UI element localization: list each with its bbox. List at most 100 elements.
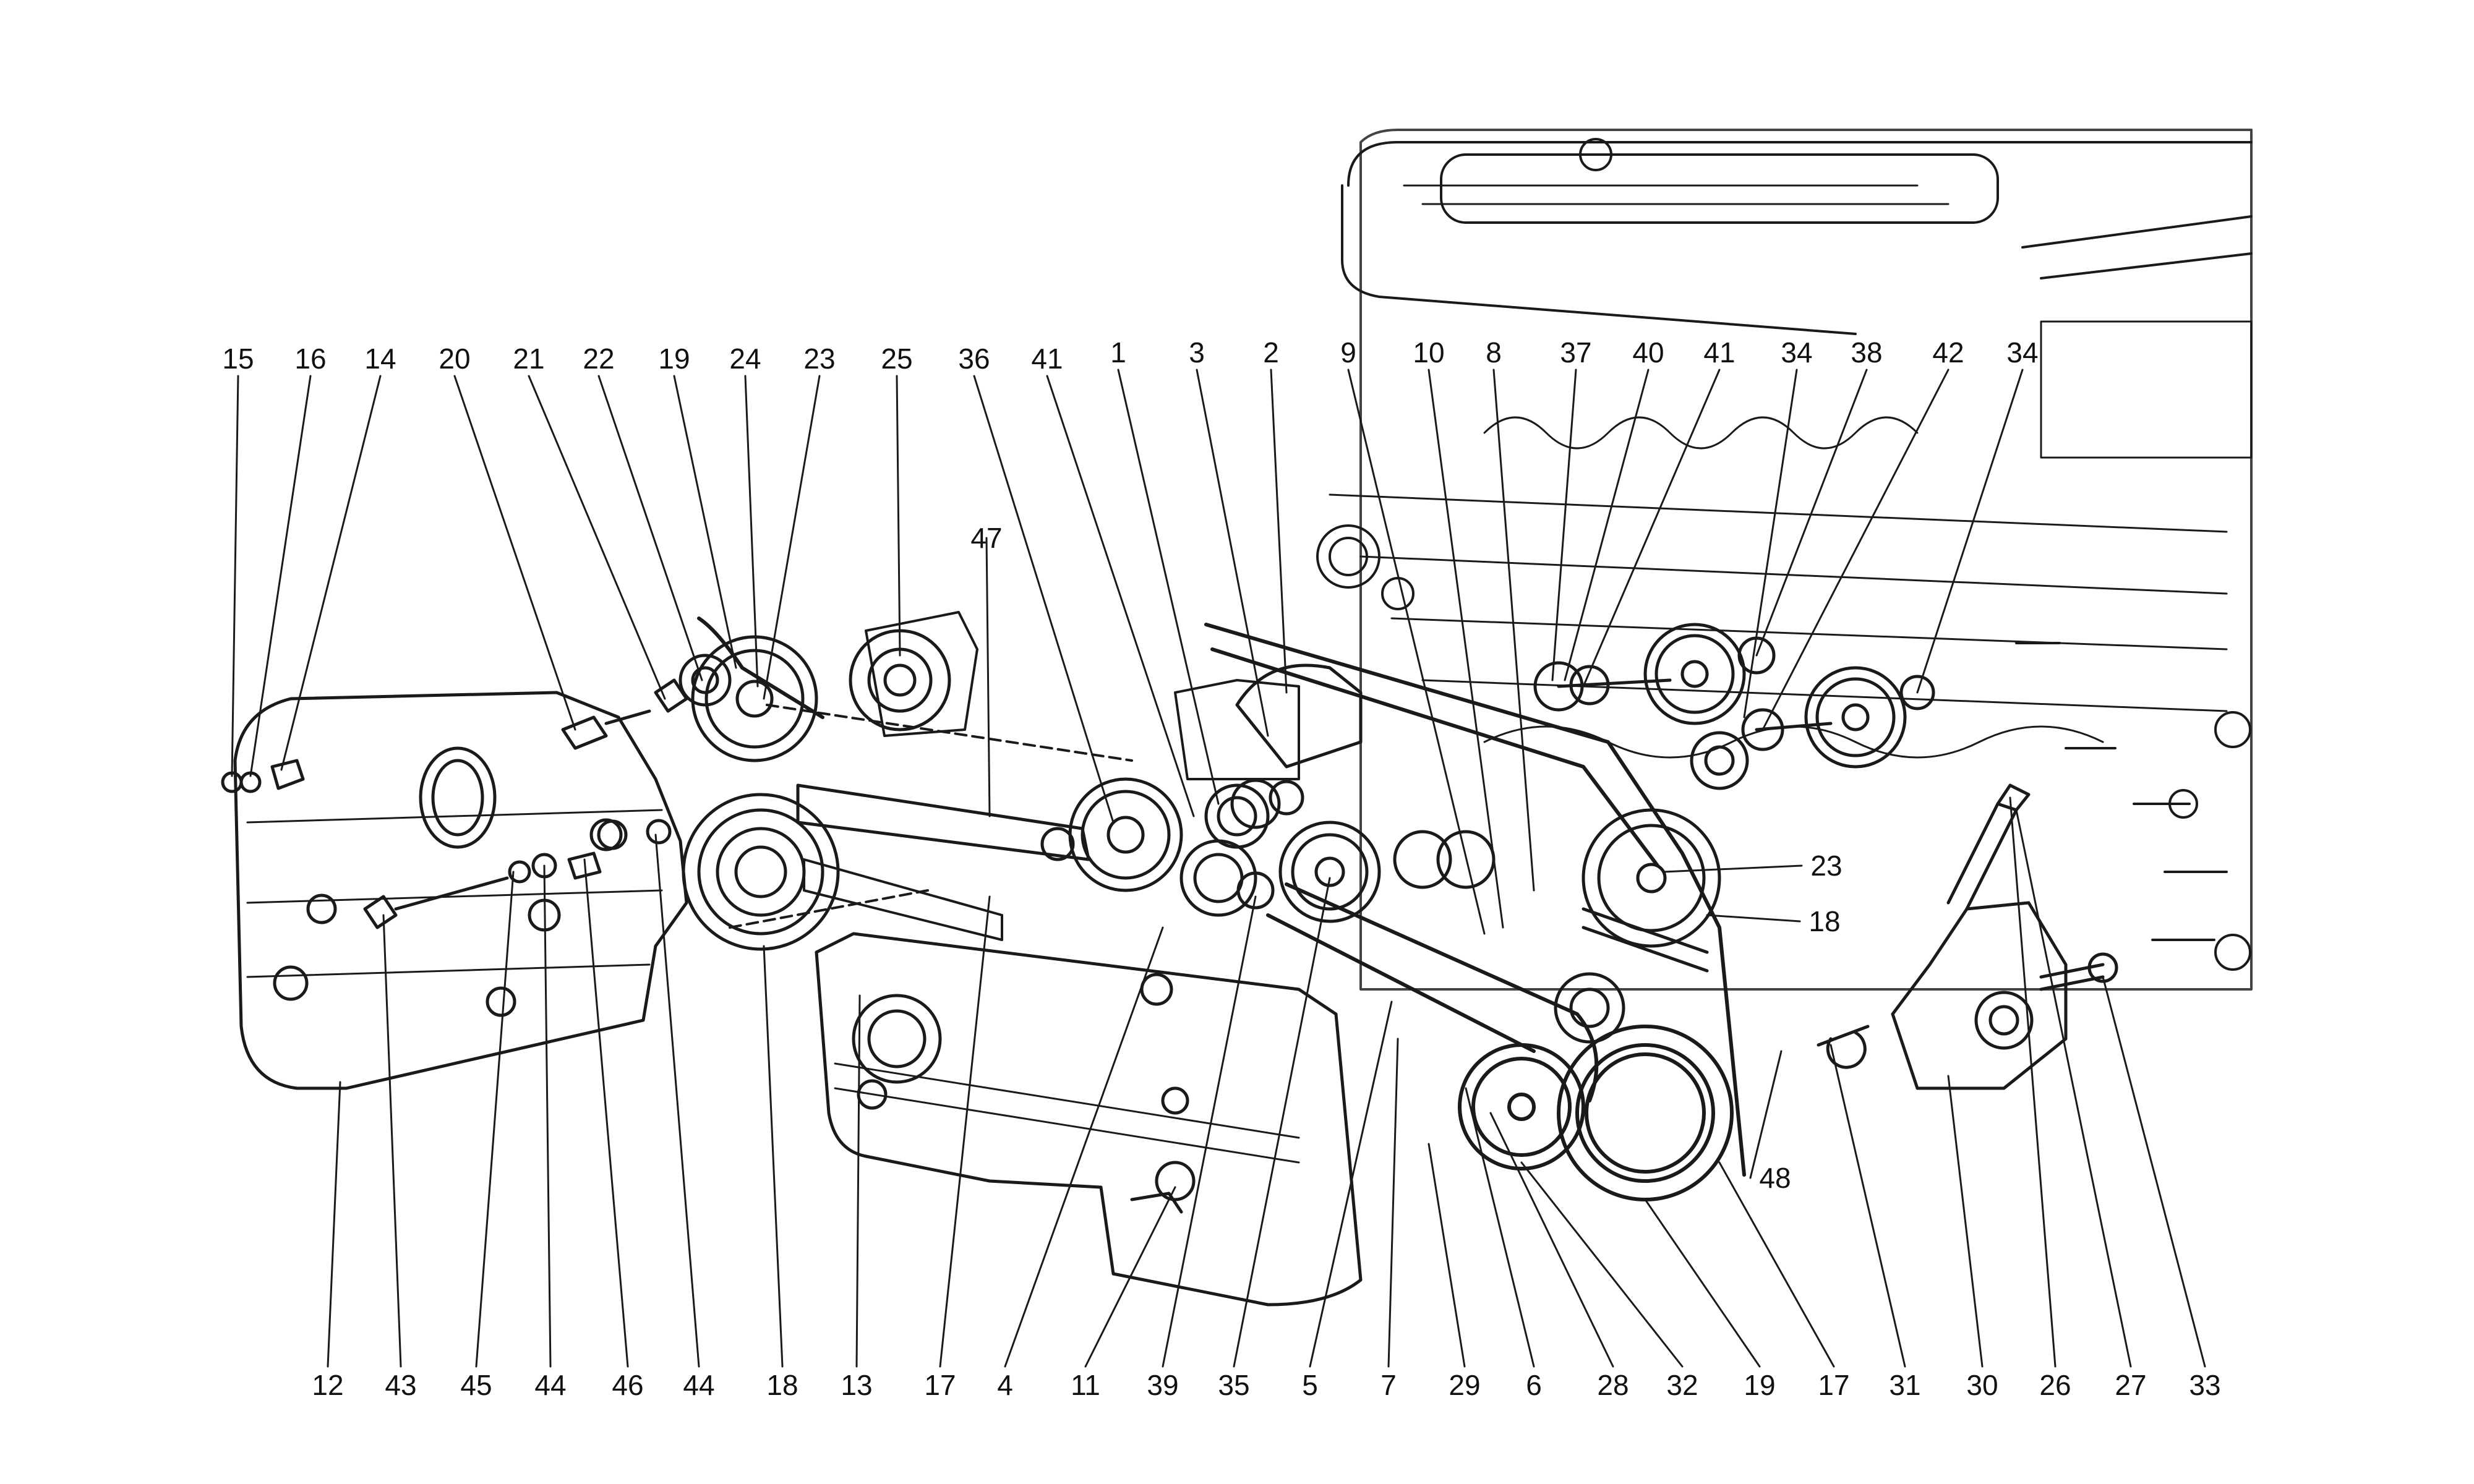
leader-line — [528, 375, 666, 700]
part-callout-top-13: 1 — [1110, 336, 1126, 369]
leader-line — [1387, 1038, 1399, 1368]
leader-line — [1004, 926, 1164, 1368]
part-callout-top-16: 9 — [1340, 336, 1356, 369]
leader-line — [673, 375, 737, 669]
part-callout-bottom-19: 32 — [1666, 1369, 1698, 1401]
part-callout-top-14: 3 — [1189, 336, 1205, 369]
leader-line — [1706, 914, 1801, 923]
part-callout-top-19: 37 — [1560, 336, 1592, 369]
leader-line — [453, 375, 576, 731]
leader-line — [763, 945, 784, 1368]
part-callout-top-20: 40 — [1632, 336, 1664, 369]
part-callout-top-11: 36 — [958, 343, 990, 375]
crankshaft-pulley — [682, 793, 840, 951]
upper-timing-cover — [233, 691, 688, 1090]
part-callout-bottom-18: 28 — [1597, 1369, 1629, 1401]
part-callout-top-4: 20 — [439, 343, 471, 375]
lower-timing-cover — [815, 932, 1363, 1307]
leader-line — [1551, 369, 1577, 681]
part-callout-top-18: 8 — [1486, 336, 1502, 369]
part-callout-top-25: 34 — [2006, 336, 2039, 369]
part-callout-bottom-24: 26 — [2039, 1369, 2071, 1401]
leader-line — [1761, 369, 1950, 731]
part-callout-bottom-3: 45 — [460, 1369, 492, 1401]
part-callout-bottom-16: 29 — [1449, 1369, 1481, 1401]
leader-line — [280, 375, 382, 771]
leader-line — [1743, 369, 1798, 719]
part-callout-bottom-23: 30 — [1966, 1369, 1998, 1401]
part-callout-bottom-5: 46 — [612, 1369, 644, 1401]
part-callout-top-10: 25 — [881, 343, 913, 375]
part-callout-top-5: 21 — [513, 343, 545, 375]
leader-line — [1427, 369, 1504, 929]
leader-line — [1718, 1161, 1835, 1368]
leader-line — [1749, 1050, 1783, 1179]
part-callout-bottom-7: 18 — [766, 1369, 798, 1401]
leader-line — [1582, 369, 1721, 688]
camshaft-gear-right — [1741, 666, 1935, 769]
part-callout-top-21: 41 — [1703, 336, 1736, 369]
leader-line — [1564, 369, 1650, 681]
leader-line — [1520, 1161, 1684, 1368]
leader-line — [1117, 369, 1220, 805]
part-callout-mid-1: 47 — [970, 522, 1003, 554]
leader-line — [654, 834, 700, 1368]
part-callout-top-7: 19 — [658, 343, 690, 375]
part-callout-bottom-26: 33 — [2189, 1369, 2221, 1401]
leader-line — [1347, 369, 1486, 935]
leader-line — [1270, 369, 1288, 694]
leader-line — [1309, 1000, 1393, 1368]
part-callout-top-3: 14 — [364, 343, 396, 375]
part-callout-bottom-17: 6 — [1526, 1369, 1542, 1401]
leader-line — [583, 858, 629, 1368]
leader-line — [744, 375, 759, 688]
timing-belt-lower — [1266, 882, 1734, 1201]
upper-idler-pulleys — [678, 611, 978, 762]
part-callout-mid-2: 23 — [1810, 850, 1843, 882]
leader-line — [1916, 369, 2024, 694]
leader-line — [1046, 375, 1195, 817]
leader-line — [597, 375, 703, 681]
leader-line — [1663, 864, 1803, 873]
center-gears — [1174, 663, 1496, 923]
leader-line — [896, 375, 901, 657]
part-callout-top-12: 41 — [1031, 343, 1063, 375]
part-callout-top-1: 15 — [222, 343, 254, 375]
leader-line — [2009, 796, 2057, 1368]
part-callout-bottom-22: 31 — [1889, 1369, 1921, 1401]
part-callout-bottom-6: 44 — [683, 1369, 715, 1401]
part-callout-mid-4: 48 — [1759, 1162, 1791, 1194]
engine-block — [1316, 129, 2253, 991]
tensioner-bracket — [1817, 783, 2118, 1090]
leader-line — [1196, 369, 1269, 737]
leader-line — [1492, 369, 1535, 892]
leader-line — [1830, 1044, 1906, 1368]
part-callout-bottom-21: 17 — [1818, 1369, 1850, 1401]
leader-line — [1755, 369, 1868, 657]
part-callout-top-17: 10 — [1413, 336, 1445, 369]
leader-line — [543, 864, 552, 1368]
leader-line — [939, 895, 991, 1368]
leader-line — [1947, 1075, 1984, 1368]
leader-line — [763, 375, 821, 700]
part-callout-top-8: 24 — [729, 343, 761, 375]
part-callout-bottom-8: 13 — [841, 1369, 873, 1401]
part-callout-bottom-20: 19 — [1744, 1369, 1776, 1401]
part-callout-bottom-13: 35 — [1218, 1369, 1250, 1401]
part-callout-bottom-10: 4 — [997, 1369, 1013, 1401]
leader-line — [1162, 895, 1257, 1368]
leader-line — [382, 914, 402, 1368]
part-callout-bottom-9: 17 — [924, 1369, 956, 1401]
intermediate-pulley — [1554, 808, 1721, 1044]
part-callout-mid-3: 18 — [1808, 905, 1841, 937]
leader-line — [973, 375, 1115, 824]
part-callout-top-22: 34 — [1781, 336, 1813, 369]
part-callout-top-15: 2 — [1263, 336, 1279, 369]
part-callout-top-23: 38 — [1851, 336, 1883, 369]
part-callout-bottom-12: 39 — [1147, 1369, 1179, 1401]
part-callout-bottom-4: 44 — [534, 1369, 567, 1401]
leader-line — [2015, 809, 2132, 1368]
leader-line — [1644, 1198, 1761, 1368]
